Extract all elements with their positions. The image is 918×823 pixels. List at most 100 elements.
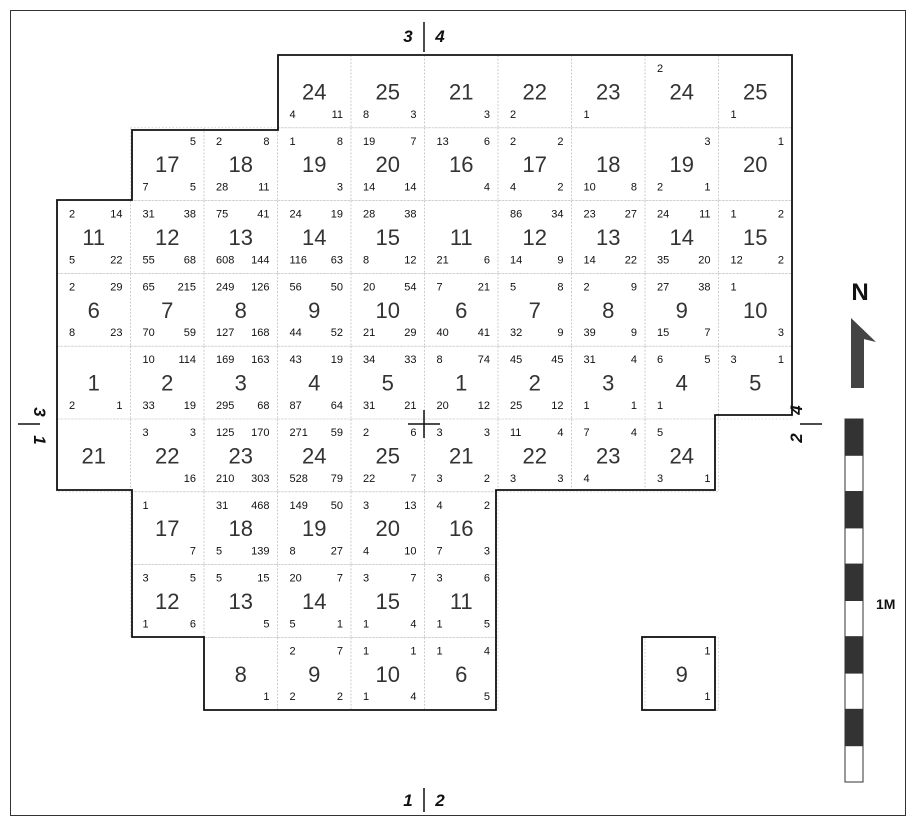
count-top-left: 7	[584, 427, 590, 439]
count-bottom-left: 7	[437, 546, 443, 558]
section-number: 16	[449, 516, 473, 541]
count-top-left: 28	[363, 209, 375, 221]
section-number: 6	[88, 298, 100, 323]
section-number: 18	[229, 152, 253, 177]
count-bottom-right: 4	[410, 618, 416, 630]
section-number: 7	[161, 298, 173, 323]
count-top-right: 4	[631, 354, 637, 366]
section-number: 4	[676, 371, 688, 396]
grid-cell: 242	[657, 63, 694, 104]
count-top-right: 163	[251, 354, 269, 366]
count-bottom-left: 1	[731, 109, 737, 121]
count-top-right: 5	[704, 354, 710, 366]
count-bottom-right: 79	[331, 473, 343, 485]
section-number: 1	[88, 371, 100, 396]
count-bottom-right: 64	[331, 400, 343, 412]
sampled-area-outline	[56, 54, 793, 711]
section-number: 7	[529, 298, 541, 323]
count-bottom-left: 1	[363, 618, 369, 630]
count-bottom-left: 21	[363, 327, 375, 339]
count-top-right: 3	[484, 427, 490, 439]
count-top-right: 50	[331, 281, 343, 293]
count-top-right: 45	[551, 354, 563, 366]
count-top-left: 1	[290, 136, 296, 148]
section-number: 8	[235, 662, 247, 687]
count-bottom-right: 8	[631, 182, 637, 194]
count-top-right: 7	[410, 573, 416, 585]
count-bottom-right: 29	[404, 327, 416, 339]
count-bottom-left: 44	[290, 327, 302, 339]
section-number: 4	[308, 371, 320, 396]
count-top-right: 33	[404, 354, 416, 366]
count-top-left: 20	[363, 281, 375, 293]
count-bottom-right: 14	[404, 182, 416, 194]
grid-cell: 213	[449, 79, 490, 120]
count-bottom-right: 144	[251, 254, 269, 266]
count-top-left: 5	[657, 427, 663, 439]
count-top-right: 3	[704, 136, 710, 148]
count-bottom-right: 11	[258, 182, 269, 194]
count-bottom-left: 528	[290, 473, 308, 485]
section-number: 24	[670, 443, 694, 468]
count-bottom-left: 22	[363, 473, 375, 485]
section-number: 2	[161, 371, 173, 396]
count-top-right: 4	[557, 427, 563, 439]
count-top-right: 14	[110, 209, 122, 221]
count-top-left: 3	[143, 573, 149, 585]
count-bottom-left: 25	[510, 400, 522, 412]
count-top-left: 3	[437, 427, 443, 439]
count-bottom-left: 2	[69, 400, 75, 412]
count-bottom-right: 3	[557, 473, 563, 485]
count-bottom-right: 9	[557, 327, 563, 339]
count-top-right: 59	[331, 427, 343, 439]
count-top-left: 6	[657, 354, 663, 366]
count-bottom-right: 12	[478, 400, 490, 412]
count-bottom-left: 1	[143, 618, 149, 630]
count-bottom-right: 1	[337, 618, 343, 630]
section-number: 10	[376, 662, 400, 687]
count-top-right: 54	[404, 281, 416, 293]
count-bottom-left: 5	[290, 618, 296, 630]
count-top-left: 3	[363, 573, 369, 585]
grid-cell: 251	[731, 79, 768, 120]
bottom-zone-label-left: 1	[403, 791, 412, 810]
count-top-left: 1	[363, 645, 369, 657]
scale-bar-segment	[844, 745, 864, 783]
count-bottom-right: 1	[263, 691, 269, 703]
count-bottom-right: 4	[410, 691, 416, 703]
count-bottom-left: 15	[657, 327, 669, 339]
count-top-left: 20	[290, 573, 302, 585]
count-bottom-left: 1	[584, 400, 590, 412]
count-top-left: 5	[216, 573, 222, 585]
count-top-right: 19	[331, 354, 343, 366]
count-bottom-right: 1	[704, 473, 710, 485]
count-top-right: 170	[251, 427, 269, 439]
count-top-left: 149	[290, 500, 308, 512]
count-top-left: 31	[584, 354, 596, 366]
count-top-right: 41	[257, 209, 269, 221]
count-top-left: 13	[437, 136, 449, 148]
count-top-right: 8	[557, 281, 563, 293]
count-bottom-right: 1	[704, 691, 710, 703]
count-top-left: 2	[584, 281, 590, 293]
count-top-left: 11	[510, 427, 521, 439]
count-top-right: 126	[251, 281, 269, 293]
count-top-right: 38	[698, 281, 710, 293]
section-number: 13	[229, 589, 253, 614]
section-number: 22	[523, 443, 547, 468]
